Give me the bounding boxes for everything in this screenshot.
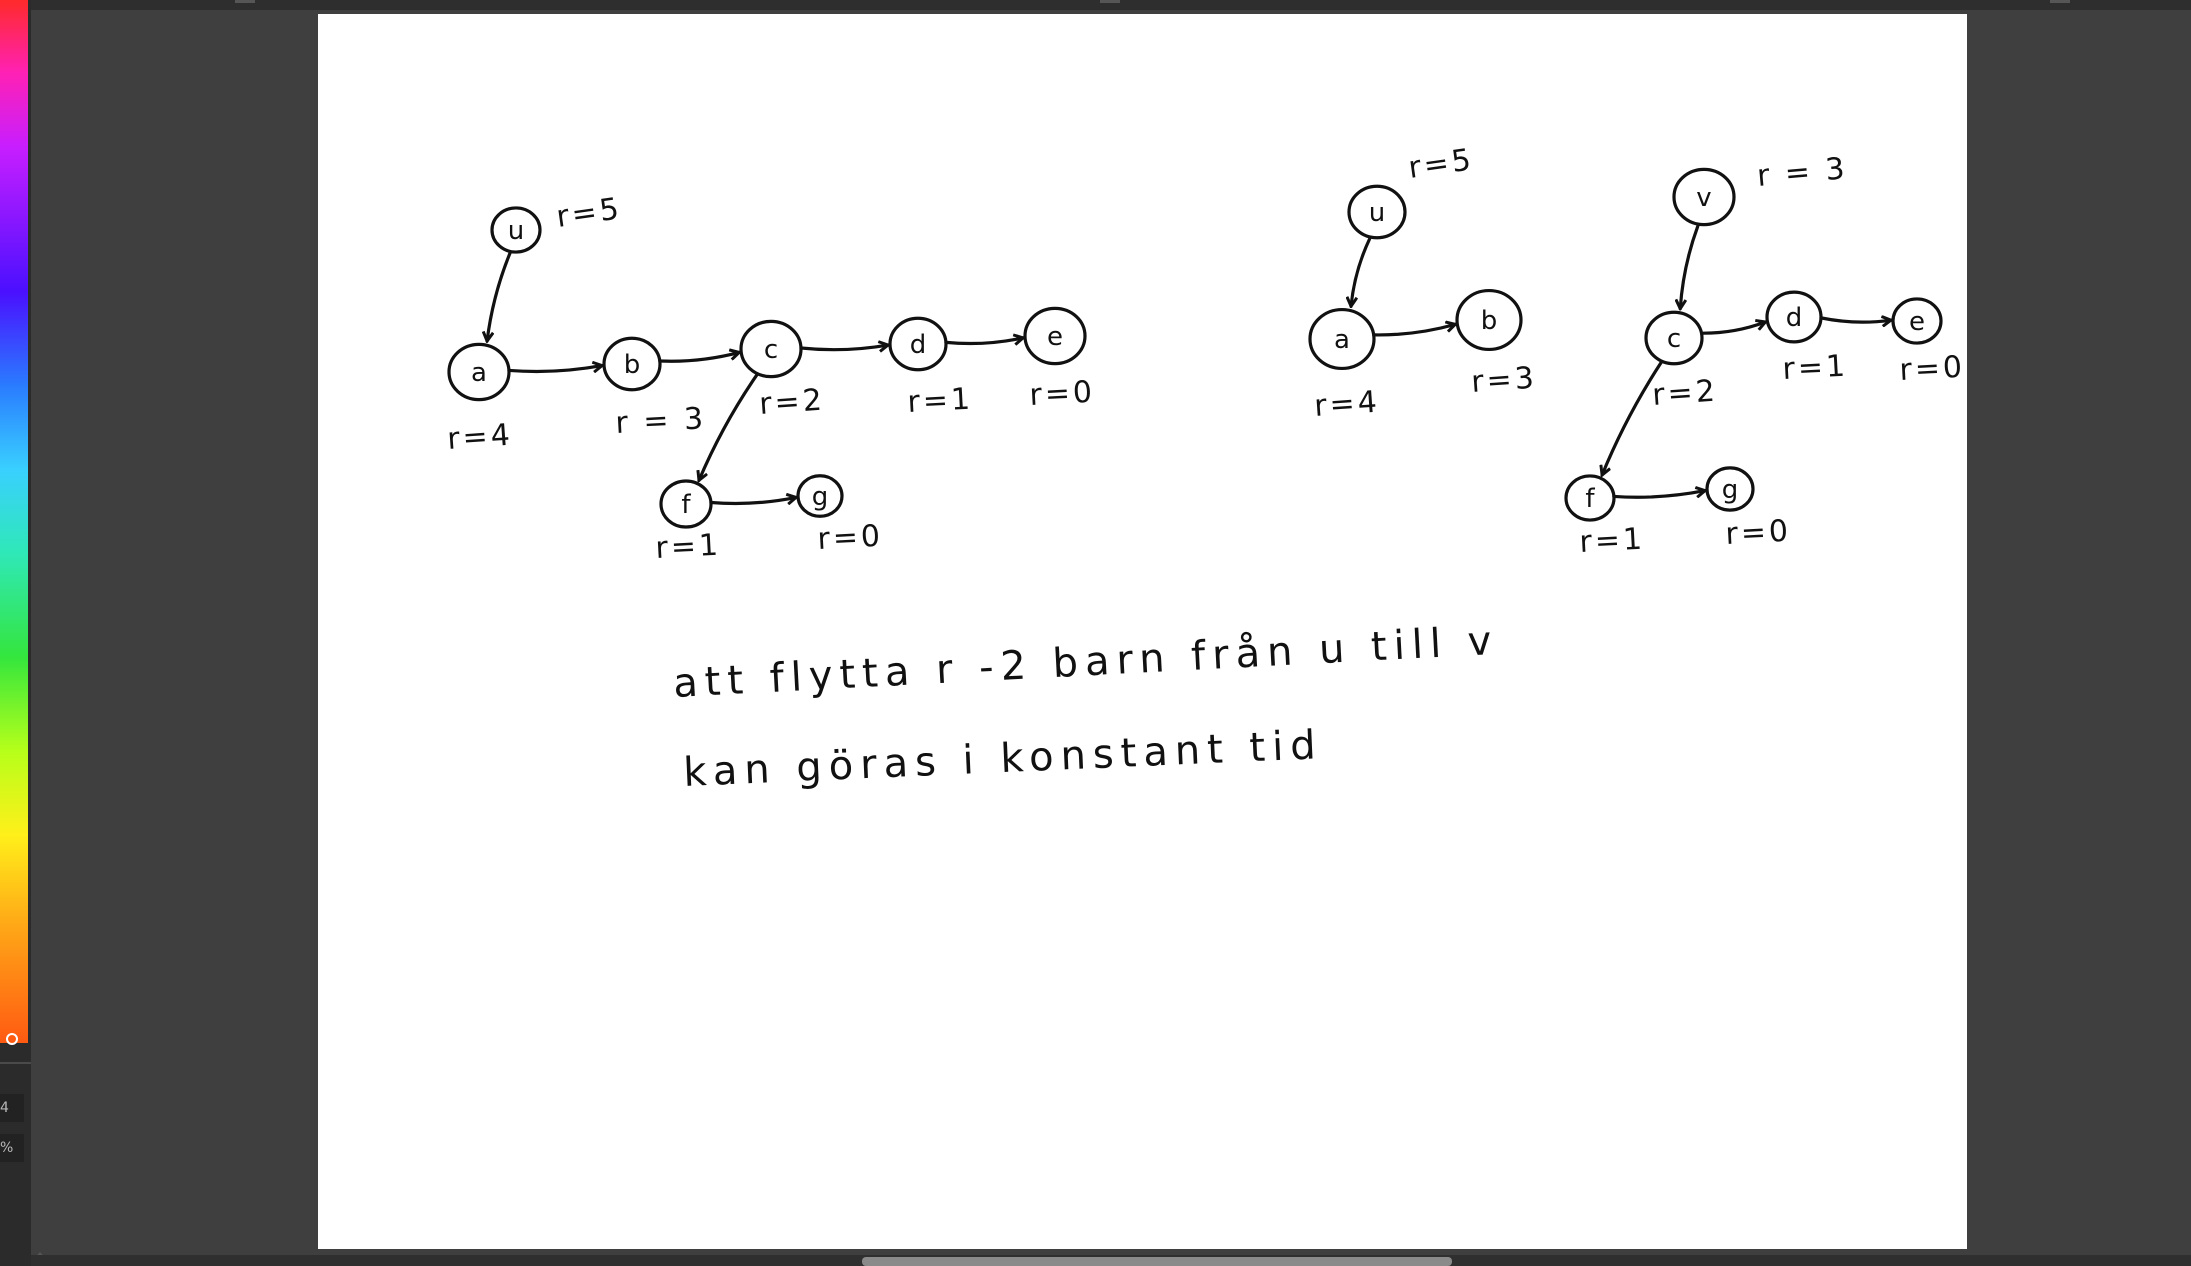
node-f-label: f — [681, 490, 691, 520]
node-a-circle — [1308, 307, 1376, 371]
middle-graph-nodes: u r=5 a r=4 b r=3 — [1308, 142, 1538, 424]
node-g-label: g — [812, 482, 829, 512]
node-u-circle — [490, 206, 542, 254]
node-f-label: f — [1585, 484, 1595, 514]
handwritten-sketch: u r=5 a r=4 b r = 3 c r=2 d r=1 e r=0 f r=1 g r=0 u r=5 a… — [446, 142, 1966, 796]
node-c-label: c — [764, 335, 778, 365]
node-g-circle — [796, 474, 844, 518]
right-graph-edges — [1602, 224, 1891, 499]
right-graph-nodes: v r = 3 c r=2 d r=1 e r=0 f r=1 g r=0 — [1564, 151, 1966, 560]
node-e-rank-label: r=0 — [1029, 375, 1096, 413]
node-b-rank-label: r = 3 — [615, 401, 707, 441]
node-e-label: e — [1909, 307, 1925, 337]
node-b-rank-label: r=3 — [1470, 360, 1538, 399]
node-c-circle — [1644, 310, 1704, 366]
node-v-circle — [1672, 167, 1736, 227]
edge-d-e — [1819, 318, 1891, 322]
color-spectrum-picker[interactable] — [0, 0, 28, 1043]
left-graph-edges — [487, 251, 1023, 503]
sidebar-divider — [0, 1062, 31, 1064]
node-u-label: u — [508, 216, 524, 246]
node-d-circle — [1765, 290, 1823, 344]
edge-c-d — [1699, 322, 1766, 335]
node-d-label: d — [910, 330, 927, 360]
node-a-label: a — [471, 358, 487, 388]
node-f-circle — [659, 479, 713, 529]
node-e-circle — [1023, 306, 1087, 366]
note-line-2: kan göras i konstant tid — [682, 722, 1323, 796]
edge-c-f — [1602, 361, 1663, 475]
brush-size-field[interactable]: 4 — [0, 1094, 24, 1122]
edge-f-g — [709, 497, 796, 503]
node-a-circle — [447, 342, 511, 402]
node-d-rank-label: r=1 — [1782, 349, 1849, 387]
node-b-circle — [602, 336, 662, 392]
node-d-label: d — [1786, 303, 1803, 333]
node-u-circle — [1347, 184, 1407, 240]
drawing-canvas[interactable]: u r=5 a r=4 b r = 3 c r=2 d r=1 e r=0 f r=1 g r=0 u r=5 a… — [318, 14, 1967, 1249]
node-e-label: e — [1047, 322, 1063, 352]
top-bar-tick — [2050, 0, 2070, 3]
node-a-label: a — [1334, 325, 1350, 355]
node-v-rank-label: r = 3 — [1756, 151, 1849, 194]
edge-d-e — [944, 338, 1023, 344]
middle-graph-edges — [1351, 237, 1456, 337]
node-u-label: u — [1369, 198, 1385, 228]
node-b-label: b — [624, 350, 641, 380]
node-d-rank-label: r=1 — [907, 382, 974, 420]
node-c-label: c — [1667, 324, 1681, 354]
node-a-rank-label: r=4 — [446, 417, 514, 456]
brush-opacity-field[interactable]: % — [0, 1134, 24, 1162]
edge-c-d — [799, 345, 888, 350]
node-b-label: b — [1481, 306, 1498, 336]
top-bar — [0, 0, 2191, 10]
node-d-circle — [888, 316, 948, 372]
tool-sidebar: 4 % — [0, 0, 31, 1266]
node-v-label: v — [1696, 183, 1711, 213]
top-bar-tick — [1100, 0, 1120, 3]
node-b-circle — [1455, 288, 1523, 352]
edge-c-f — [699, 373, 759, 480]
node-u-rank-label: r=5 — [1406, 142, 1476, 186]
node-f-rank-label: r=1 — [1579, 522, 1646, 560]
edge-f-g — [1612, 491, 1705, 499]
horizontal-scrollbar-thumb[interactable] — [862, 1257, 1452, 1266]
node-e-circle — [1891, 297, 1943, 345]
node-e-rank-label: r=0 — [1899, 350, 1966, 388]
node-f-circle — [1564, 474, 1616, 522]
node-g-rank-label: r=0 — [817, 519, 884, 557]
edge-u-a — [487, 251, 512, 341]
node-a-rank-label: r=4 — [1313, 384, 1381, 423]
node-g-circle — [1705, 466, 1755, 512]
node-f-rank-label: r=1 — [655, 528, 722, 566]
node-c-circle — [739, 319, 803, 379]
node-c-rank-label: r=2 — [1651, 373, 1719, 412]
edge-a-b — [1372, 324, 1456, 337]
node-g-rank-label: r=0 — [1725, 514, 1792, 552]
edge-u-a — [1351, 237, 1372, 306]
edge-a-b — [507, 366, 602, 372]
top-bar-tick — [235, 0, 255, 3]
edge-b-c — [658, 352, 739, 363]
node-g-label: g — [1722, 475, 1739, 505]
node-u-rank-label: r=5 — [554, 191, 624, 235]
node-c-rank-label: r=2 — [758, 382, 826, 421]
note-line-1: att flytta r -2 barn från u till v — [672, 618, 1499, 707]
edge-v-c — [1680, 224, 1700, 308]
color-selector-handle[interactable] — [6, 1033, 18, 1045]
left-graph-nodes: u r=5 a r=4 b r = 3 c r=2 d r=1 e r=0 f r=1 g r=0 — [446, 191, 1096, 566]
